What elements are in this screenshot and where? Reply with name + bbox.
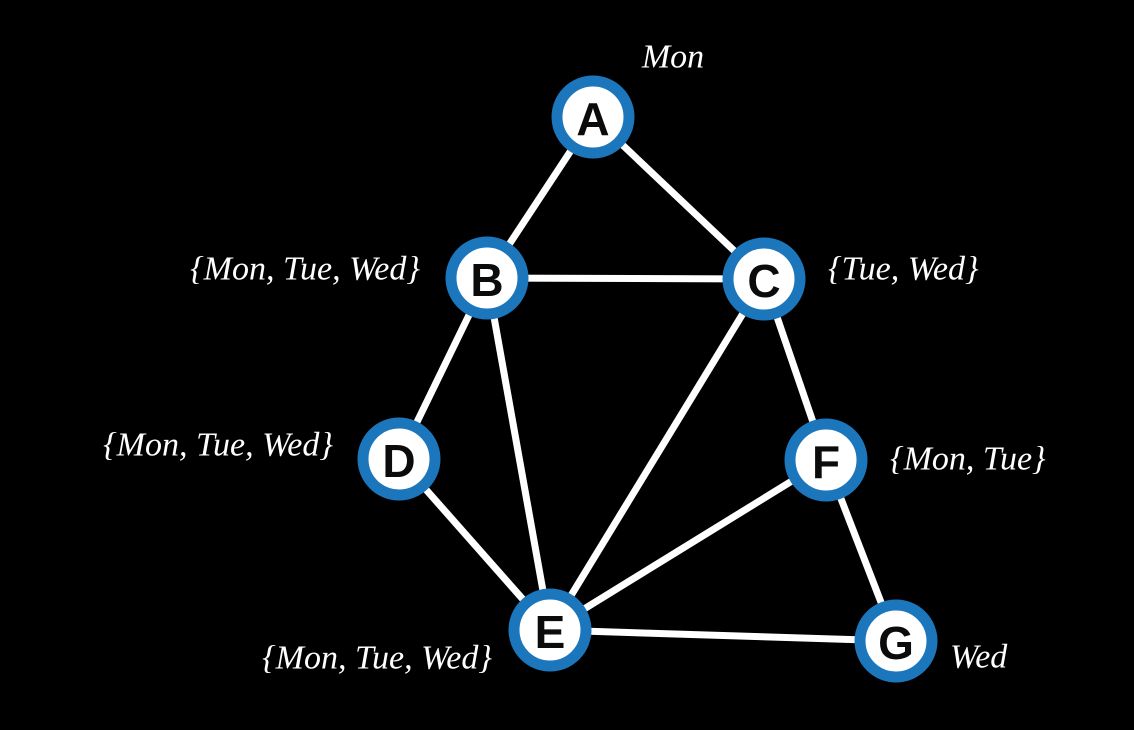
node-circle-D — [357, 417, 441, 501]
edge-B-E — [483, 277, 554, 631]
node-F: F {Mon, Tue} — [784, 418, 1046, 502]
edge-E-G — [549, 626, 897, 645]
node-letter-B: B — [470, 254, 503, 306]
domain-label-F: {Mon, Tue} — [890, 441, 1046, 478]
edge-layer — [395, 114, 900, 645]
node-circle-F — [784, 418, 868, 502]
node-letter-F: F — [812, 436, 840, 488]
domain-label-G: Wed — [950, 639, 1008, 676]
domain-label-C: {Tue, Wed} — [828, 251, 979, 288]
node-circle-A — [551, 75, 635, 159]
domain-label-A: Mon — [641, 39, 704, 76]
node-circle-G — [854, 599, 938, 683]
edge-C-E — [547, 277, 767, 632]
node-letter-D: D — [382, 435, 415, 487]
node-letter-E: E — [535, 606, 566, 658]
node-C: C {Tue, Wed} — [722, 237, 979, 321]
domain-label-D: {Mon, Tue, Wed} — [103, 427, 333, 464]
domain-label-E: {Mon, Tue, Wed} — [262, 640, 492, 677]
node-letter-G: G — [878, 617, 914, 669]
domain-label-B: {Mon, Tue, Wed} — [190, 251, 420, 288]
node-circle-B — [445, 236, 529, 320]
edge-E-F — [548, 457, 828, 633]
node-circle-C — [722, 237, 806, 321]
node-E: E {Mon, Tue, Wed} — [262, 588, 592, 677]
node-letter-C: C — [747, 255, 780, 307]
node-G: G Wed — [854, 599, 1008, 683]
node-D: D {Mon, Tue, Wed} — [103, 417, 441, 501]
node-A: A Mon — [551, 39, 704, 159]
node-circle-E — [508, 588, 592, 672]
node-letter-A: A — [576, 93, 609, 145]
node-B: B {Mon, Tue, Wed} — [190, 236, 529, 320]
edge-B-C — [486, 274, 765, 283]
